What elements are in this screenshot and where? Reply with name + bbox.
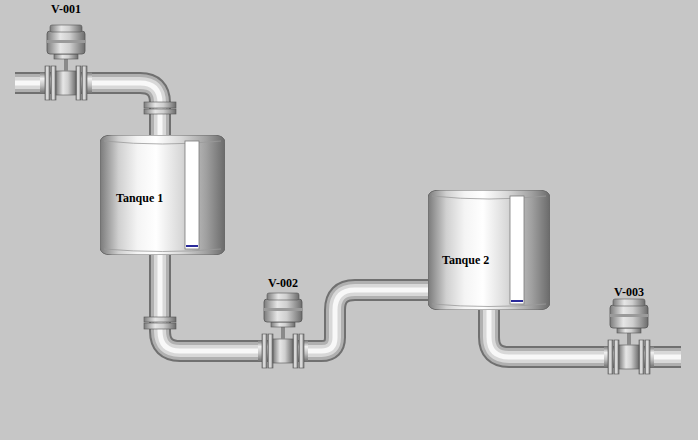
pipe-stroke [160,255,258,351]
valve-tag: V-003 [614,285,644,299]
valve-node: V-001 [40,2,92,102]
tank-label: Tanque 1 [116,191,163,205]
valve-tag: V-002 [268,276,298,290]
flange [144,102,176,114]
pipe-connector [489,310,604,357]
tank-node: Tanque 2 [428,190,550,310]
tank-label: Tanque 2 [442,253,489,267]
pipe-stroke [160,255,258,351]
pipe-connector [308,290,428,351]
pipe-stroke [489,310,604,357]
tank-body [428,190,550,310]
flange [144,317,176,329]
outlet-pipe [654,357,681,358]
pipe-stroke [489,310,604,357]
pipe-stroke [308,290,428,351]
pipe-stroke [308,290,428,351]
inlet-pipe [15,83,40,84]
pipe-stroke [160,255,258,351]
pipe-stroke [489,310,604,357]
pipe-stroke [308,290,428,351]
tank-node: Tanque 1 [100,135,225,255]
valve-node: V-003 [604,285,654,385]
pipe-stroke [160,255,258,351]
pipe-connector [160,255,258,351]
valve-tag: V-001 [51,2,81,16]
pipe-stroke [489,310,604,357]
pipe-stroke [308,290,428,351]
valve-symbol [258,276,308,376]
valve-symbol [40,2,92,102]
valve-node: V-002 [258,276,308,376]
valve-symbol [604,285,654,385]
